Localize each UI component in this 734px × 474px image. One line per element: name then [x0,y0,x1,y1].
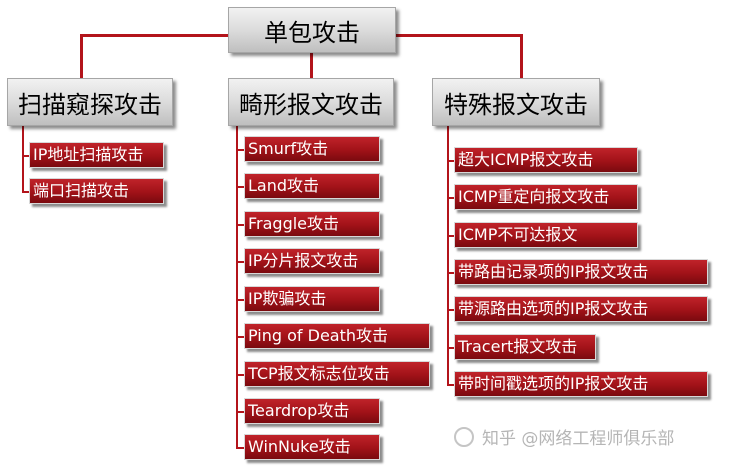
category-node-2: 特殊报文攻击 [432,78,600,126]
root-node-label: 单包攻击 [264,18,360,47]
leaf-node: IP欺骗攻击 [244,286,380,312]
leaf-connector [447,347,454,349]
leaf-connector [236,447,244,449]
leaf-node: Teardrop攻击 [244,398,380,424]
connector-root-left [82,34,228,37]
leaf-node: 端口扫描攻击 [29,178,164,204]
leaf-node: Tracert报文攻击 [454,334,596,360]
category-0-spine [22,126,24,192]
leaf-connector [236,336,244,338]
connector-root-right [396,34,522,37]
leaf-connector [236,149,244,151]
leaf-connector [236,186,244,188]
category-label: 扫描窥探攻击 [18,90,162,119]
watermark-text: 知乎 @网络工程师俱乐部 [482,429,675,449]
connector-left-down [80,34,83,80]
leaf-node: Ping of Death攻击 [244,323,430,349]
leaf-node: ICMP重定向报文攻击 [454,184,638,210]
category-node-0: 扫描窥探攻击 [7,78,173,126]
leaf-connector [447,384,454,386]
leaf-connector [236,261,244,263]
leaf-node: 带源路由选项的IP报文攻击 [454,296,708,322]
leaf-connector [22,155,29,157]
leaf-node: TCP报文标志位攻击 [244,361,430,387]
category-node-1: 畸形报文攻击 [228,78,394,126]
leaf-node: ICMP不可达报文 [454,222,638,248]
leaf-node: 带时间戳选项的IP报文攻击 [454,371,708,397]
leaf-connector [236,299,244,301]
leaf-node: WinNuke攻击 [244,434,380,460]
leaf-connector [236,224,244,226]
leaf-node: 带路由记录项的IP报文攻击 [454,259,708,285]
leaf-connector [447,309,454,311]
leaf-connector [236,411,244,413]
leaf-connector [22,191,29,193]
leaf-node: Land攻击 [244,173,380,199]
leaf-node: IP分片报文攻击 [244,248,380,274]
category-label: 畸形报文攻击 [239,90,383,119]
connector-root-down [310,53,313,80]
leaf-node: Smurf攻击 [244,136,380,162]
leaf-connector [447,235,454,237]
root-node: 单包攻击 [228,7,396,53]
connector-right-down [520,34,523,80]
leaf-connector [447,160,454,162]
leaf-node: 超大ICMP报文攻击 [454,147,638,173]
watermark: 知乎 @网络工程师俱乐部 [454,424,674,449]
leaf-connector [447,272,454,274]
category-2-spine [447,126,449,386]
category-label: 特殊报文攻击 [444,90,588,119]
leaf-connector [447,197,454,199]
leaf-node: Fraggle攻击 [244,211,380,237]
leaf-connector [236,374,244,376]
leaf-node: IP地址扫描攻击 [29,142,164,168]
category-1-spine [236,126,238,448]
zhihu-logo-icon [454,426,474,447]
